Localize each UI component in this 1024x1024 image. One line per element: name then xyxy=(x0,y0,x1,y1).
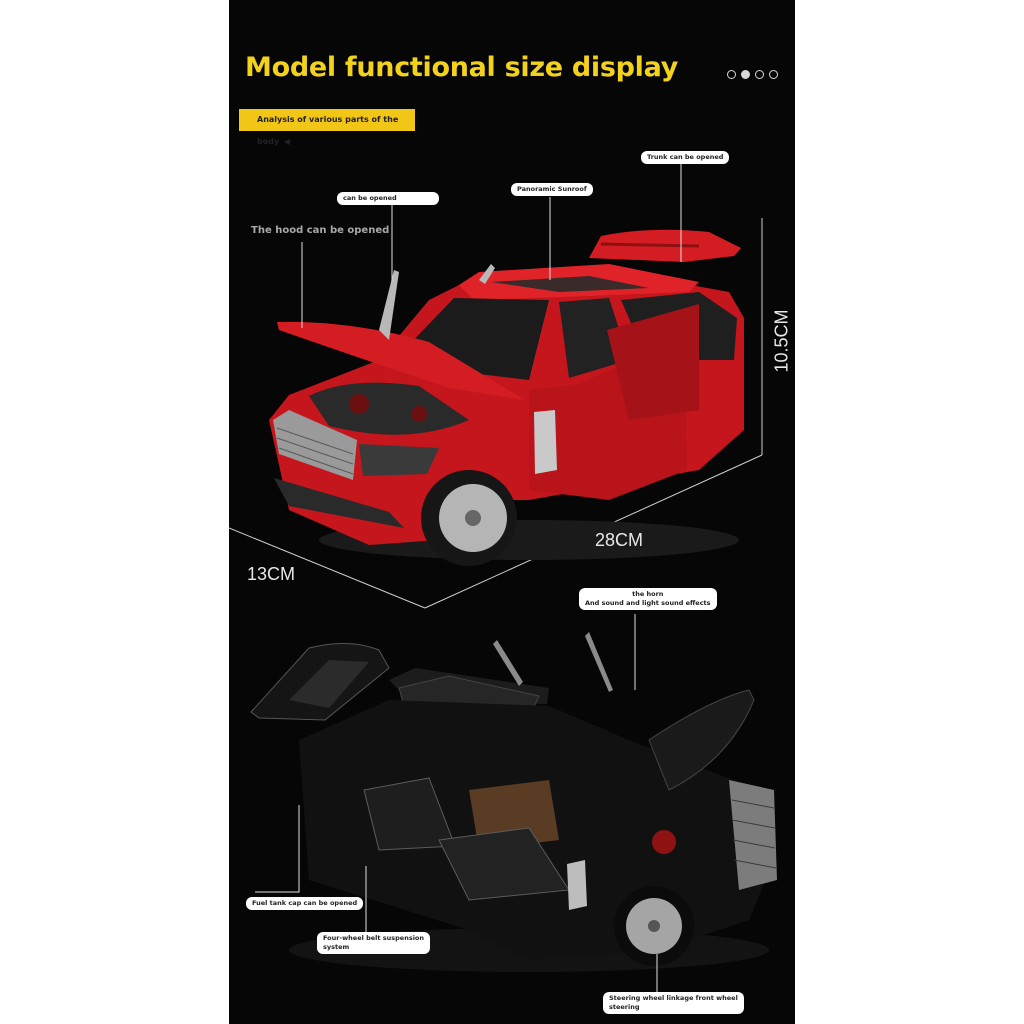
horn-callout-line1: the horn xyxy=(632,590,664,598)
pager-dot-4[interactable] xyxy=(769,70,778,79)
steering-callout: Steering wheel linkage front wheel steer… xyxy=(603,992,744,1014)
pager-dots[interactable] xyxy=(727,70,778,79)
suspension-callout: Four-wheel belt suspension system xyxy=(317,932,431,954)
pager-dot-1[interactable] xyxy=(727,70,736,79)
trunk-callout: Trunk can be opened xyxy=(641,151,730,164)
left-door-callout: can be opened xyxy=(337,192,439,205)
steering-callout-line2: steering xyxy=(609,1003,640,1011)
black-car-image xyxy=(250,632,777,972)
steering-callout-line1: Steering wheel linkage front wheel xyxy=(609,994,738,1002)
horn-callout: the horn And sound and light sound effec… xyxy=(579,588,717,610)
product-illustration xyxy=(229,164,777,994)
pager-dot-2[interactable] xyxy=(741,70,750,79)
height-dimension: 10.5CM xyxy=(771,309,792,373)
section-tag: Analysis of various parts of the body ◀ xyxy=(239,109,415,146)
page-title: Model functional size display xyxy=(245,52,678,83)
product-panel: Model functional size display Analysis o… xyxy=(229,0,795,1024)
red-car-image xyxy=(269,229,744,566)
hood-callout: The hood can be opened xyxy=(251,225,390,236)
arrow-left-icon: ◀ xyxy=(283,137,291,146)
suspension-callout-line2: system xyxy=(323,943,350,951)
sunroof-callout: Panoramic Sunroof xyxy=(511,183,593,196)
section-tag-label: Analysis of various parts of the body xyxy=(257,115,399,146)
horn-callout-line2: And sound and light sound effects xyxy=(585,599,711,607)
length-dimension: 28CM xyxy=(595,530,644,550)
width-dimension: 13CM xyxy=(247,564,296,584)
suspension-callout-line1: Four-wheel belt suspension xyxy=(323,934,425,942)
fuel-cap-callout: Fuel tank cap can be opened xyxy=(246,897,364,910)
pager-dot-3[interactable] xyxy=(755,70,764,79)
